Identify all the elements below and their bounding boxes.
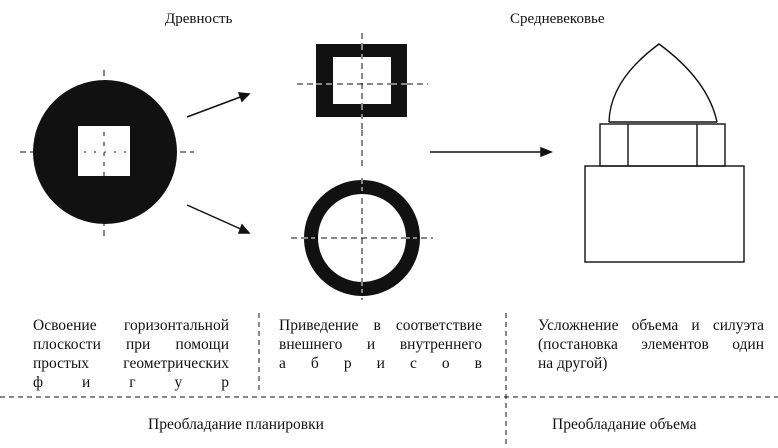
- caption-col3-line3: на другой): [538, 355, 608, 372]
- branch-arrows: [186, 92, 251, 234]
- footer-planning: Преобладание планировки: [148, 416, 324, 433]
- heading-ancient: Древность: [165, 11, 233, 27]
- caption-col3-line2: (постановка элементов один: [538, 336, 764, 353]
- dashed-separators: [0, 313, 778, 448]
- caption-col2-line2: внешнего и внутреннего: [279, 336, 482, 353]
- disk-with-square-figure: [20, 70, 194, 237]
- caption-col1-line3: простых геометрических: [33, 355, 229, 372]
- footer-volume: Преобладание объема: [552, 416, 697, 433]
- caption-col1-line4: ф и г у р: [33, 374, 229, 391]
- caption-col3: Усложнение объема и силуэта (постановка …: [538, 316, 764, 373]
- caption-col2-line3: а б р и с о в: [279, 355, 482, 372]
- caption-col1-line1: Освоение горизонтальной: [33, 317, 229, 334]
- caption-col2-line1: Приведение в соответствие: [279, 317, 482, 334]
- caption-col1: Освоение горизонтальной плоскости при по…: [33, 316, 229, 392]
- axis-crosshair: [20, 70, 194, 237]
- caption-col3-line1: Усложнение объема и силуэта: [538, 317, 764, 334]
- caption-col2: Приведение в соответствие внешнего и вну…: [279, 316, 482, 373]
- heading-medieval: Средневековье: [510, 11, 605, 27]
- caption-col1-line2: плоскости при помощи: [33, 336, 229, 353]
- square-frame-figure: [297, 33, 428, 170]
- ring-figure: [291, 178, 433, 300]
- progress-arrow: [430, 146, 554, 158]
- domed-building-figure: [584, 43, 745, 263]
